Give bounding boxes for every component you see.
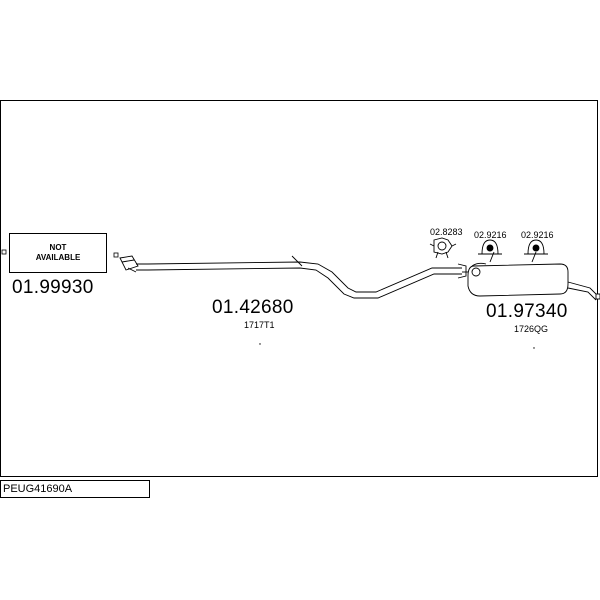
rear-silencer[interactable]	[462, 251, 600, 301]
oe-ref-rear-silencer: 1726QG	[514, 324, 549, 334]
reference-code: PEUG41690A	[3, 483, 73, 495]
hardware-label-mount-1[interactable]: 02.9216	[474, 230, 507, 240]
middle-pipe[interactable]	[119, 255, 467, 299]
not-available-box: NOT AVAILABLE	[9, 233, 107, 273]
rubber-mount-icon-1[interactable]	[478, 239, 502, 255]
not-available-line1: NOT	[49, 243, 67, 252]
left-edge-marker	[1, 249, 7, 255]
dot-marker	[259, 343, 261, 345]
clamp-icon[interactable]	[429, 237, 457, 259]
rubber-mount-icon-2[interactable]	[524, 239, 548, 255]
diagram-frame	[0, 100, 598, 477]
hardware-label-clamp[interactable]: 02.8283	[430, 227, 463, 237]
dot-marker	[533, 347, 535, 349]
front-connector-marker	[113, 252, 119, 258]
part-number-front[interactable]: 01.99930	[12, 277, 94, 298]
oe-ref-middle-pipe: 1717T1	[244, 320, 275, 330]
hardware-label-mount-2[interactable]: 02.9216	[521, 230, 554, 240]
part-number-middle-pipe[interactable]: 01.42680	[212, 297, 294, 318]
part-number-rear-silencer[interactable]: 01.97340	[486, 301, 568, 322]
reference-code-box: PEUG41690A	[0, 480, 150, 498]
not-available-line2: AVAILABLE	[35, 253, 81, 262]
